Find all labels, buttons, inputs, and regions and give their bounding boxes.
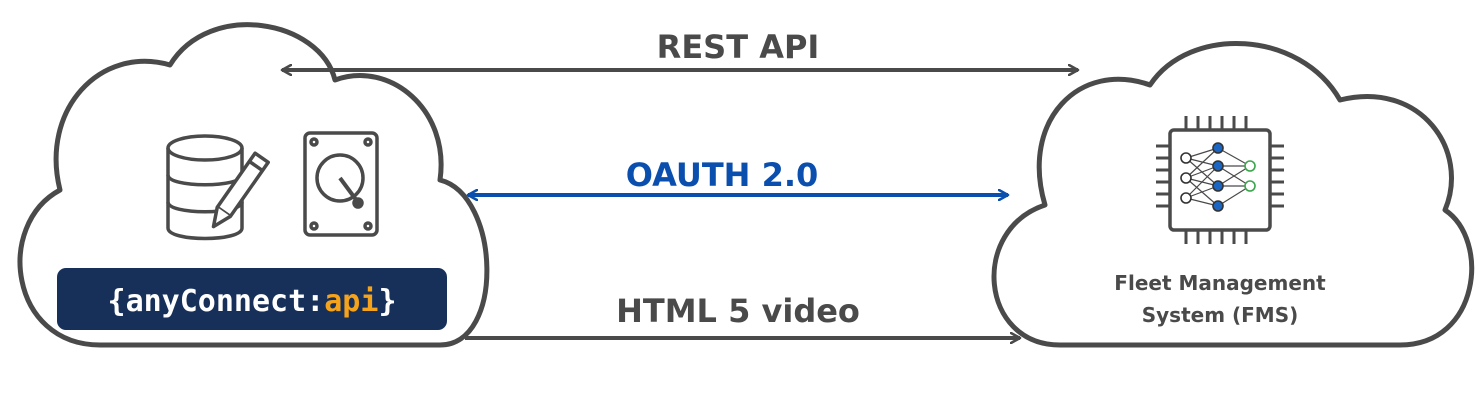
fms-title-line2: System (FMS) <box>1142 303 1299 327</box>
anyconnect-api-logo: {anyConnect:api} <box>57 268 447 330</box>
left-cloud: {anyConnect:api} <box>17 22 490 348</box>
fms-title-line1: Fleet Management <box>1114 271 1326 295</box>
hard-drive-icon <box>303 131 379 237</box>
logo-close-brace: } <box>378 284 396 319</box>
html5-video-label: HTML 5 video <box>616 292 860 330</box>
oauth-label: OAUTH 2.0 <box>626 156 819 194</box>
logo-api: api <box>324 284 378 319</box>
logo-separator: : <box>306 284 324 319</box>
oauth-connection: OAUTH 2.0 <box>468 156 1008 195</box>
html5-video-connection: HTML 5 video <box>465 292 1020 338</box>
right-cloud: Fleet Management System (FMS) <box>991 40 1475 348</box>
logo-name: anyConnect <box>126 284 307 319</box>
ai-chip-icon <box>1156 116 1284 244</box>
database-edit-icon <box>166 134 270 241</box>
rest-api-label: REST API <box>657 28 820 66</box>
rest-api-connection: REST API <box>282 28 1078 70</box>
svg-text:{anyConnect:api}: {anyConnect:api} <box>108 284 397 319</box>
logo-open-brace: { <box>108 284 126 319</box>
right-cloud-outline <box>991 40 1475 348</box>
